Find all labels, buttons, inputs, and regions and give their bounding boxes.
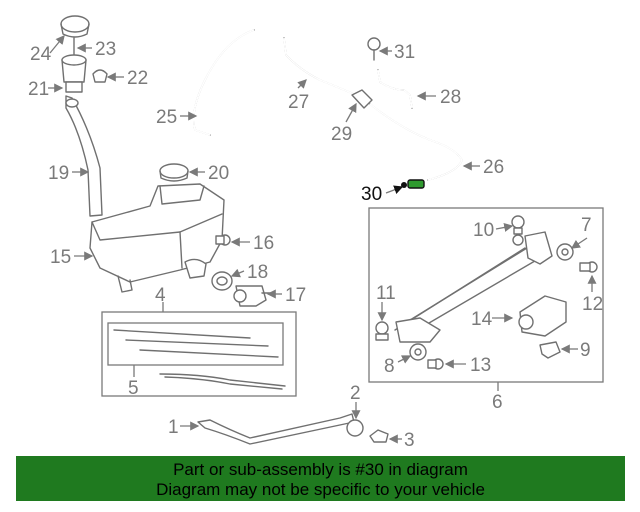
joint-30-highlighted [401, 179, 425, 189]
linkage-box [368, 207, 604, 383]
callout-5[interactable]: 5 [128, 378, 139, 399]
callout-7[interactable]: 7 [581, 215, 592, 236]
leader-lines [48, 34, 597, 444]
callout-13[interactable]: 13 [470, 355, 491, 376]
connector-29 [351, 89, 373, 109]
callout-11[interactable]: 11 [376, 283, 396, 304]
callout-29[interactable]: 29 [331, 124, 352, 145]
grommet-18 [211, 271, 233, 291]
blade-box [101, 311, 297, 397]
linkage-assembly [394, 231, 553, 343]
grommet-9 [539, 341, 561, 359]
callout-31[interactable]: 31 [394, 42, 415, 63]
callout-15[interactable]: 15 [50, 247, 71, 268]
grommet-16 [215, 234, 231, 246]
callout-27[interactable]: 27 [288, 92, 309, 113]
motor-14 [518, 295, 567, 337]
callout-23[interactable]: 23 [95, 39, 116, 60]
callout-17[interactable]: 17 [285, 285, 306, 306]
callout-8[interactable]: 8 [384, 356, 395, 377]
pivot-11 [375, 321, 389, 341]
callout-22[interactable]: 22 [127, 68, 148, 89]
callout-12[interactable]: 12 [582, 294, 603, 315]
nut-3 [369, 429, 389, 443]
callout-25[interactable]: 25 [156, 107, 177, 128]
bushing-7 [556, 243, 574, 261]
cap-2 [346, 419, 364, 437]
pump-17 [233, 285, 273, 307]
callout-19[interactable]: 19 [48, 163, 69, 184]
hose-28 [377, 69, 413, 109]
callout-3[interactable]: 3 [404, 430, 415, 451]
washer-tank [89, 183, 225, 293]
blade-refill [159, 373, 286, 390]
callout-28[interactable]: 28 [440, 87, 461, 108]
banner-line-1: Part or sub-assembly is #30 in diagram [173, 460, 468, 479]
callout-24[interactable]: 24 [30, 44, 52, 65]
filler-tube [65, 95, 103, 217]
wiper-blades [113, 329, 279, 358]
parts-diagram: 24 23 21 22 19 20 15 16 18 17 4 5 25 27 … [28, 15, 604, 451]
callout-21[interactable]: 21 [28, 79, 49, 100]
callout-4[interactable]: 4 [155, 285, 166, 306]
callout-16[interactable]: 16 [253, 233, 274, 254]
clip-22 [92, 69, 108, 83]
callout-10[interactable]: 10 [473, 220, 494, 241]
callout-9[interactable]: 9 [580, 340, 591, 361]
callout-18[interactable]: 18 [247, 262, 268, 283]
pivot-10 [511, 215, 525, 235]
tank-cap-20 [159, 163, 189, 182]
bolt-12 [579, 261, 598, 273]
callout-6[interactable]: 6 [492, 392, 503, 413]
bushing-8 [409, 343, 427, 361]
reservoir-cap [60, 15, 90, 38]
hose-26 [369, 103, 463, 181]
banner-line-2: Diagram may not be specific to your vehi… [156, 480, 485, 499]
wiper-arm [197, 413, 355, 445]
callout-30[interactable]: 30 [361, 184, 382, 205]
info-banner: Part or sub-assembly is #30 in diagram D… [16, 456, 625, 501]
callout-2[interactable]: 2 [350, 383, 361, 404]
bolt-13 [427, 358, 444, 370]
callout-14[interactable]: 14 [471, 309, 493, 330]
filler-neck-top [61, 54, 87, 93]
nozzle-31 [367, 37, 381, 61]
callout-20[interactable]: 20 [208, 163, 229, 184]
callout-26[interactable]: 26 [483, 157, 504, 178]
hose-27 [283, 37, 357, 96]
callout-1[interactable]: 1 [168, 417, 179, 438]
hose-25 [192, 29, 255, 136]
